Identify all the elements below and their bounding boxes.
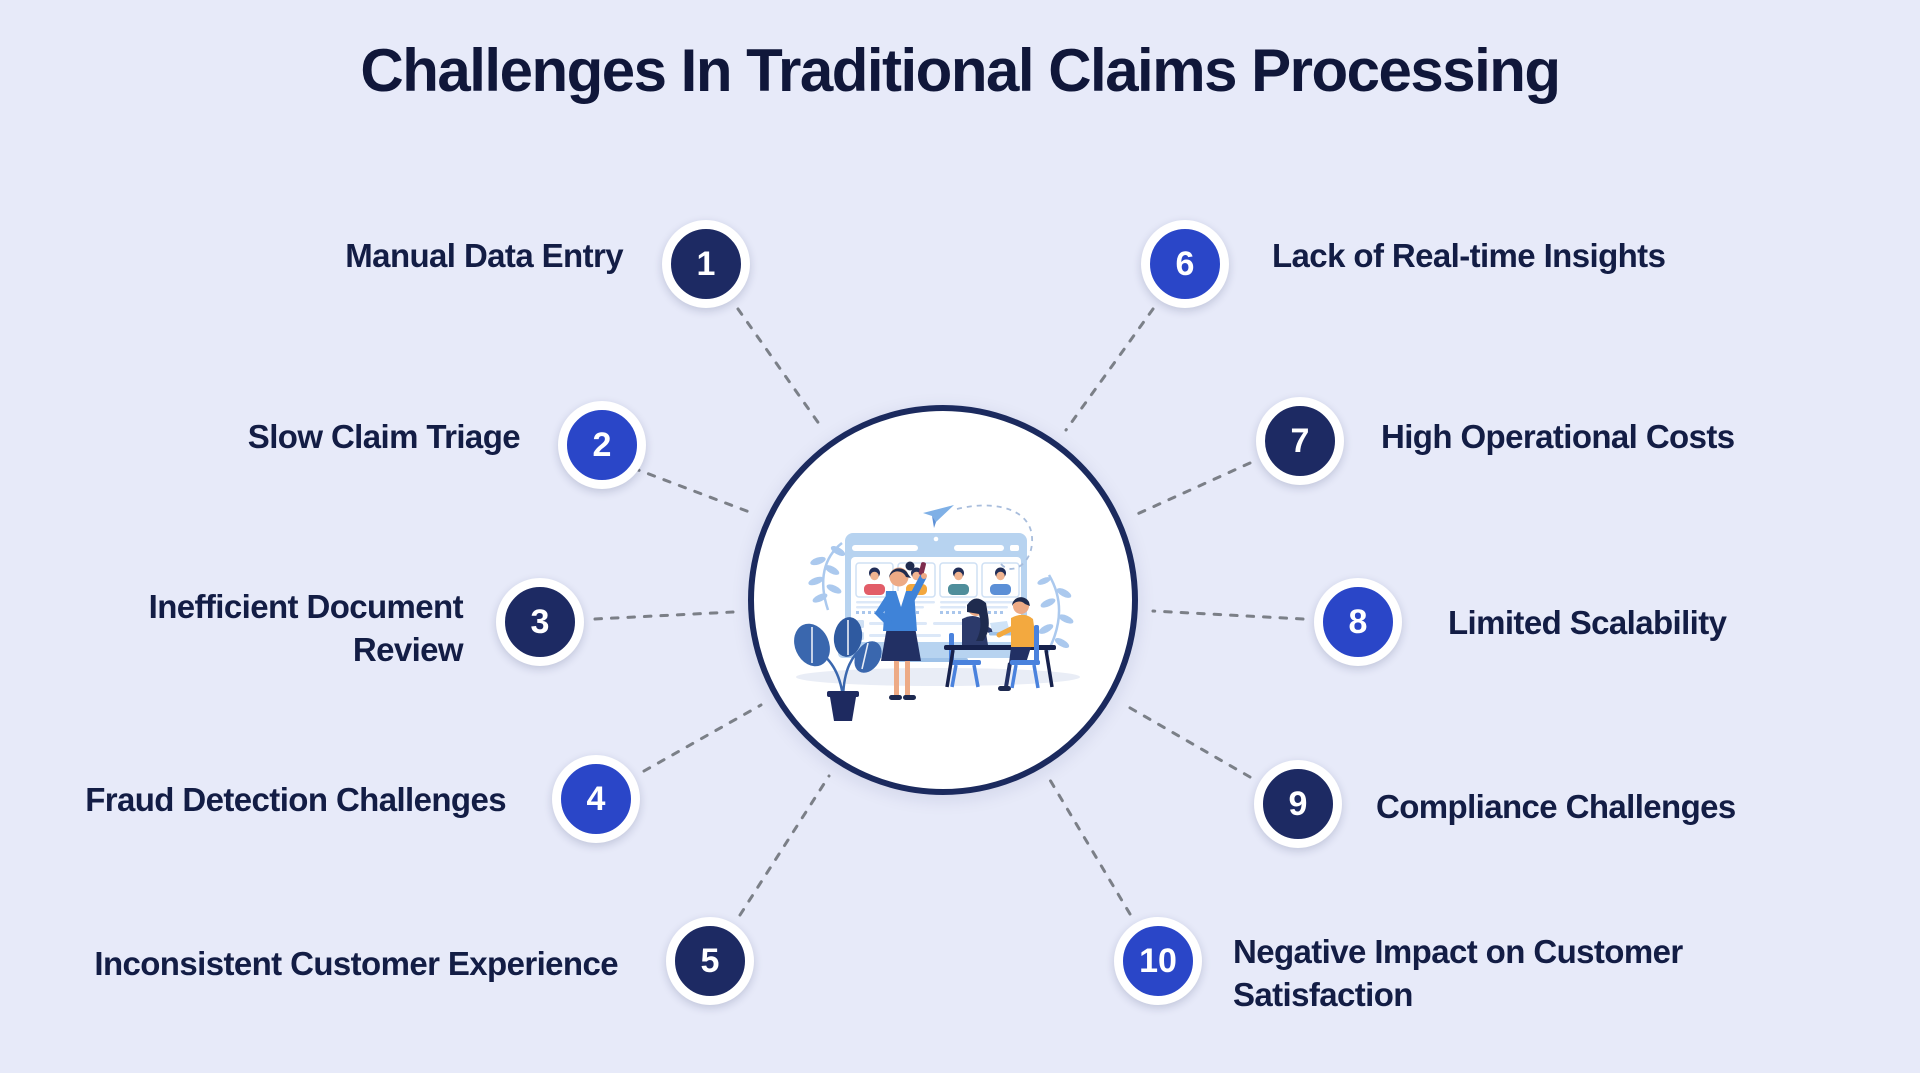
- step-badge-8: 8: [1314, 578, 1402, 666]
- connector-7: [1133, 461, 1252, 517]
- step-label-9: Compliance Challenges: [1376, 788, 1736, 825]
- step-number: 10: [1139, 941, 1177, 980]
- step-label-2: Slow Claim Triage: [247, 418, 521, 455]
- claims-review-team-illustration: [794, 504, 1080, 721]
- connector-10: [1048, 778, 1132, 916]
- step-label-1: Manual Data Entry: [345, 237, 623, 274]
- leaf-sprig-right: [1037, 574, 1074, 656]
- step-label-6: Lack of Real-time Insights: [1272, 237, 1666, 274]
- step-badge-1: 1: [662, 220, 750, 308]
- step-number: 6: [1175, 244, 1195, 283]
- step-badge-7: 7: [1256, 397, 1344, 485]
- step-label-10: Negative Impact on Customer Satisfaction: [1233, 933, 1683, 1013]
- step-badge-5: 5: [666, 917, 754, 1005]
- step-badge-9: 9: [1254, 760, 1342, 848]
- person-presenter: [874, 561, 927, 700]
- step-label-8: Limited Scalability: [1448, 604, 1727, 641]
- step-number: 1: [696, 244, 716, 283]
- step-badge-10: 10: [1114, 917, 1202, 1005]
- step-number: 9: [1288, 784, 1308, 823]
- step-label-5: Inconsistent Customer Experience: [94, 945, 618, 982]
- step-badge-2: 2: [558, 401, 646, 489]
- step-label-3: Inefficient Document Review: [148, 588, 464, 668]
- step-badge-4: 4: [552, 755, 640, 843]
- meeting-scene: [944, 597, 1056, 691]
- connector-8: [1151, 609, 1305, 621]
- step-number: 5: [700, 941, 720, 980]
- connector-9: [1123, 703, 1252, 779]
- step-number: 2: [592, 425, 612, 464]
- step-number: 4: [586, 779, 606, 818]
- step-badge-3: 3: [496, 578, 584, 666]
- connector-5: [738, 774, 831, 917]
- connector-2: [631, 466, 754, 515]
- bottom-strip: [0, 1073, 1920, 1080]
- connector-4: [642, 703, 763, 773]
- step-badge-6: 6: [1141, 220, 1229, 308]
- page-title: Challenges In Traditional Claims Process…: [360, 37, 1561, 104]
- leaf-sprig-left: [808, 542, 846, 611]
- potted-plant: [794, 617, 882, 721]
- center-illustration-circle: [748, 405, 1138, 795]
- connector-3: [593, 610, 735, 621]
- connector-1: [736, 307, 824, 430]
- step-number: 3: [530, 602, 550, 641]
- step-label-4: Fraud Detection Challenges: [85, 781, 506, 818]
- step-number: 8: [1348, 602, 1368, 641]
- step-label-7: High Operational Costs: [1381, 418, 1735, 455]
- paper-plane: [923, 504, 1033, 570]
- step-number: 7: [1290, 421, 1310, 460]
